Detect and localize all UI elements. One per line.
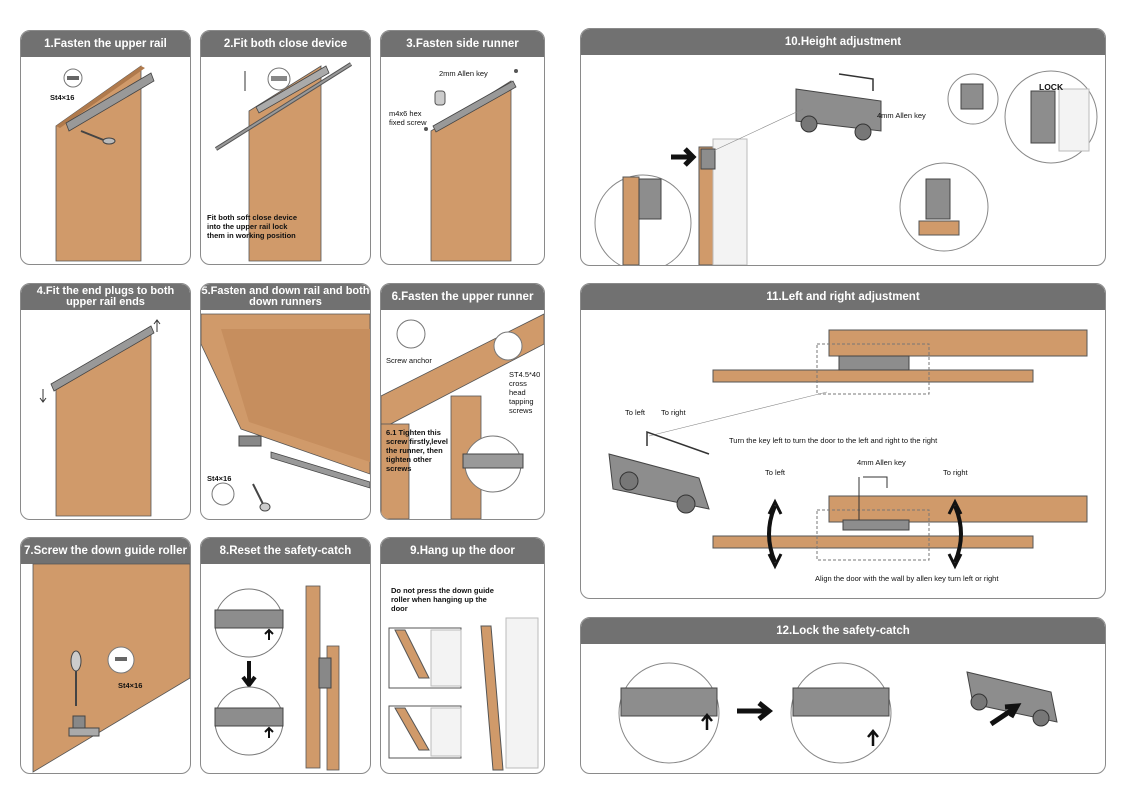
- step-2-illustration: [214, 62, 353, 262]
- step-6-note: 6.1 Tighten this screw firstly,level the…: [386, 428, 448, 473]
- step-3-panel: 3.Fasten side runner 2mm Allen key m4x6 …: [380, 30, 545, 265]
- step-9-warning: Do not press the down guide roller when …: [391, 586, 494, 613]
- step-4-panel: 4.Fit the end plugs to both upper rail e…: [20, 283, 191, 520]
- step-6-panel: 6.Fasten the upper runner Screw anchor S…: [380, 283, 545, 520]
- step-11-instruction-key: Turn the key left to turn the door to th…: [729, 436, 938, 445]
- step-2-panel: 2.Fit both close device Fit both soft cl…: [200, 30, 371, 265]
- step-11-instruction-align: Align the door with the wall by allen ke…: [815, 574, 999, 583]
- step-10-panel: 10.Height adjustment 4mm Allen key LOCK: [580, 28, 1106, 266]
- step-12-panel: 12.Lock the safety-catch: [580, 617, 1106, 774]
- step-5-label-screw: St4×16: [207, 474, 232, 483]
- step-8-illustration: [214, 585, 340, 771]
- step-7-title: 7.Screw the down guide roller: [21, 538, 190, 564]
- step-7-label-screw: St4×16: [118, 681, 143, 690]
- step-3-label-allen-key: 2mm Allen key: [439, 69, 488, 78]
- step-4-illustration: [39, 319, 161, 517]
- step-2-note: Fit both soft close device into the uppe…: [207, 213, 298, 240]
- step-12-illustration: [618, 662, 1058, 764]
- step-6-title: 6.Fasten the upper runner: [381, 284, 544, 310]
- step-9-title: 9.Hang up the door: [381, 538, 544, 564]
- step-11-label-to-left-bottom: To left: [765, 468, 786, 477]
- step-7-panel: 7.Screw the down guide roller St4×16: [20, 537, 191, 774]
- step-7-illustration: [32, 563, 190, 773]
- step-3-label-hex-screw: m4x6 hex fixed screw: [389, 109, 427, 127]
- step-11-label-allen-key: 4mm Allen key: [857, 458, 906, 467]
- step-10-illustration: [594, 70, 1098, 265]
- step-11-panel: 11.Left and right adjustment To left To …: [580, 283, 1106, 599]
- step-10-title: 10.Height adjustment: [581, 29, 1105, 55]
- step-4-title: 4.Fit the end plugs to both upper rail e…: [21, 284, 190, 310]
- step-8-title: 8.Reset the safety-catch: [201, 538, 370, 564]
- step-6-illustration: [381, 313, 544, 519]
- step-5-title: 5.Fasten and down rail and both down run…: [201, 284, 370, 310]
- step-1-label-screw: St4×16: [50, 93, 75, 102]
- step-3-title: 3.Fasten side runner: [381, 31, 544, 57]
- step-1-title: 1.Fasten the upper rail: [21, 31, 190, 57]
- step-9-panel: 9.Hang up the door Do not press the down…: [380, 537, 545, 774]
- step-6-label-tapping-screws: ST4.5*40 cross head tapping screws: [509, 370, 541, 415]
- step-11-label-to-right-bottom: To right: [943, 468, 968, 477]
- step-11-illustration: [608, 329, 1088, 570]
- step-11-label-to-right-top: To right: [661, 408, 686, 417]
- step-9-illustration: [388, 617, 539, 771]
- step-8-panel: 8.Reset the safety-catch: [200, 537, 371, 774]
- step-6-label-anchor: Screw anchor: [386, 356, 432, 365]
- step-2-title: 2.Fit both close device: [201, 31, 370, 57]
- step-10-label-allen-key: 4mm Allen key: [877, 111, 926, 120]
- step-5-illustration: [201, 313, 370, 512]
- step-11-title: 11.Left and right adjustment: [581, 284, 1105, 310]
- step-5-panel: 5.Fasten and down rail and both down run…: [200, 283, 371, 520]
- step-12-title: 12.Lock the safety-catch: [581, 618, 1105, 644]
- step-3-illustration: [424, 69, 518, 262]
- step-10-label-lock: LOCK: [1039, 82, 1064, 92]
- step-11-label-to-left-top: To left: [625, 408, 646, 417]
- step-1-panel: 1.Fasten the upper rail St4×16: [20, 30, 191, 265]
- step-1-illustration: [55, 65, 155, 262]
